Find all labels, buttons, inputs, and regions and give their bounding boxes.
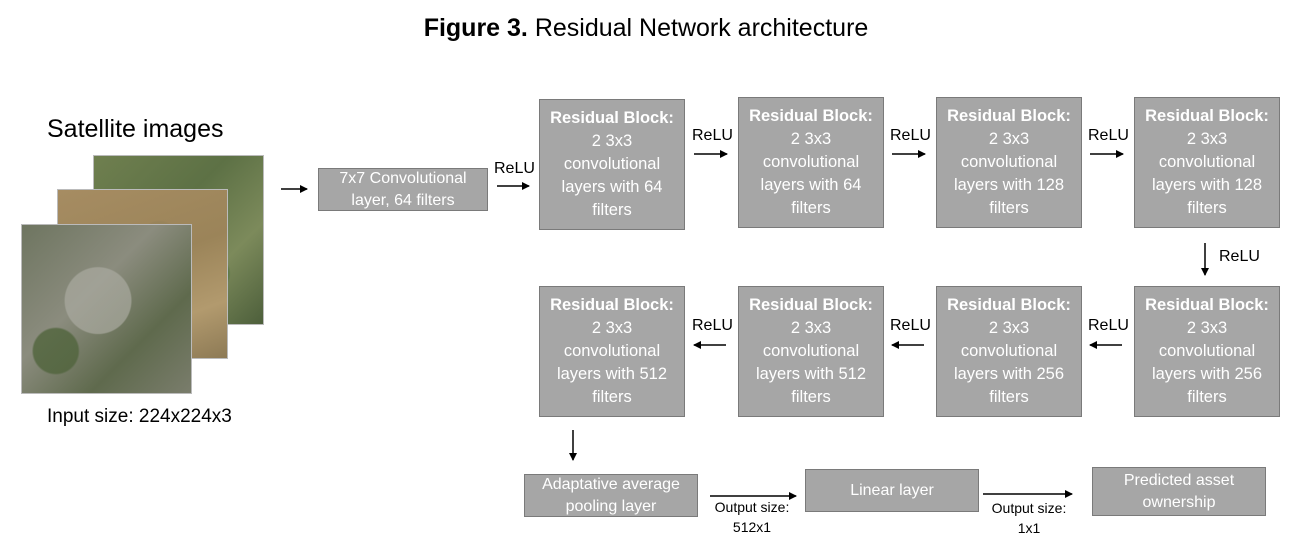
residual-block-body: 2 3x3 convolutional layers with 256 filt… <box>953 319 1065 406</box>
linear-layer-label: Linear layer <box>850 482 934 499</box>
residual-block-1: Residual Block: 2 3x3 convolutional laye… <box>539 99 685 230</box>
output-size-2-value: 1x1 <box>1017 520 1041 536</box>
residual-block-header: Residual Block: <box>749 296 873 314</box>
output-size-2-label: Output size: <box>991 500 1067 516</box>
conv-layer-label: 7x7 Convolutional layer, 64 filters <box>339 169 467 209</box>
residual-block-7: Residual Block: 2 3x3 convolutional laye… <box>738 286 884 417</box>
residual-block-body: 2 3x3 convolutional layers with 128 filt… <box>1151 130 1263 217</box>
residual-block-6: Residual Block: 2 3x3 convolutional laye… <box>936 286 1082 417</box>
residual-block-body: 2 3x3 convolutional layers with 512 filt… <box>755 319 867 406</box>
input-size-label: Input size: 224x224x3 <box>47 406 232 427</box>
satellite-image-front <box>21 224 192 394</box>
residual-block-body: 2 3x3 convolutional layers with 512 filt… <box>556 319 668 406</box>
output-size-1-value: 512x1 <box>732 519 772 535</box>
residual-block-header: Residual Block: <box>550 296 674 314</box>
relu-label: ReLU <box>692 317 733 334</box>
output-size-1-label: Output size: <box>714 499 790 515</box>
relu-label: ReLU <box>1088 317 1129 334</box>
linear-layer-box: Linear layer <box>805 469 979 512</box>
pooling-layer-label: Adaptative average pooling layer <box>542 475 680 515</box>
predicted-asset-box: Predicted asset ownership <box>1092 467 1266 516</box>
conv-layer-box: 7x7 Convolutional layer, 64 filters <box>318 168 488 211</box>
relu-label: ReLU <box>494 160 535 177</box>
residual-block-8: Residual Block: 2 3x3 convolutional laye… <box>539 286 685 417</box>
residual-block-body: 2 3x3 convolutional layers with 64 filte… <box>561 132 663 219</box>
figure-number: Figure 3. <box>423 14 528 42</box>
output-size-2: Output size: 1x1 <box>983 498 1075 538</box>
residual-block-header: Residual Block: <box>749 107 873 125</box>
relu-label: ReLU <box>1088 127 1129 144</box>
residual-block-body: 2 3x3 convolutional layers with 256 filt… <box>1151 319 1263 406</box>
residual-block-2: Residual Block: 2 3x3 convolutional laye… <box>738 97 884 228</box>
satellite-images-label: Satellite images <box>47 115 224 143</box>
figure-caption: Residual Network architecture <box>527 14 869 42</box>
residual-block-body: 2 3x3 convolutional layers with 64 filte… <box>760 130 862 217</box>
residual-block-4: Residual Block: 2 3x3 convolutional laye… <box>1134 97 1280 228</box>
residual-block-header: Residual Block: <box>1145 296 1269 314</box>
pooling-layer-box: Adaptative average pooling layer <box>524 474 698 517</box>
residual-block-header: Residual Block: <box>1145 107 1269 125</box>
residual-block-3: Residual Block: 2 3x3 convolutional laye… <box>936 97 1082 228</box>
residual-block-body: 2 3x3 convolutional layers with 128 filt… <box>953 130 1065 217</box>
output-size-1: Output size: 512x1 <box>706 497 798 537</box>
predicted-asset-label: Predicted asset ownership <box>1123 471 1235 511</box>
relu-label: ReLU <box>890 127 931 144</box>
figure-title: Figure 3. Residual Network architecture <box>0 14 1292 43</box>
residual-block-5: Residual Block: 2 3x3 convolutional laye… <box>1134 286 1280 417</box>
residual-block-header: Residual Block: <box>947 107 1071 125</box>
residual-block-header: Residual Block: <box>550 109 674 127</box>
relu-label: ReLU <box>1219 248 1260 265</box>
relu-label: ReLU <box>890 317 931 334</box>
residual-block-header: Residual Block: <box>947 296 1071 314</box>
relu-label: ReLU <box>692 127 733 144</box>
